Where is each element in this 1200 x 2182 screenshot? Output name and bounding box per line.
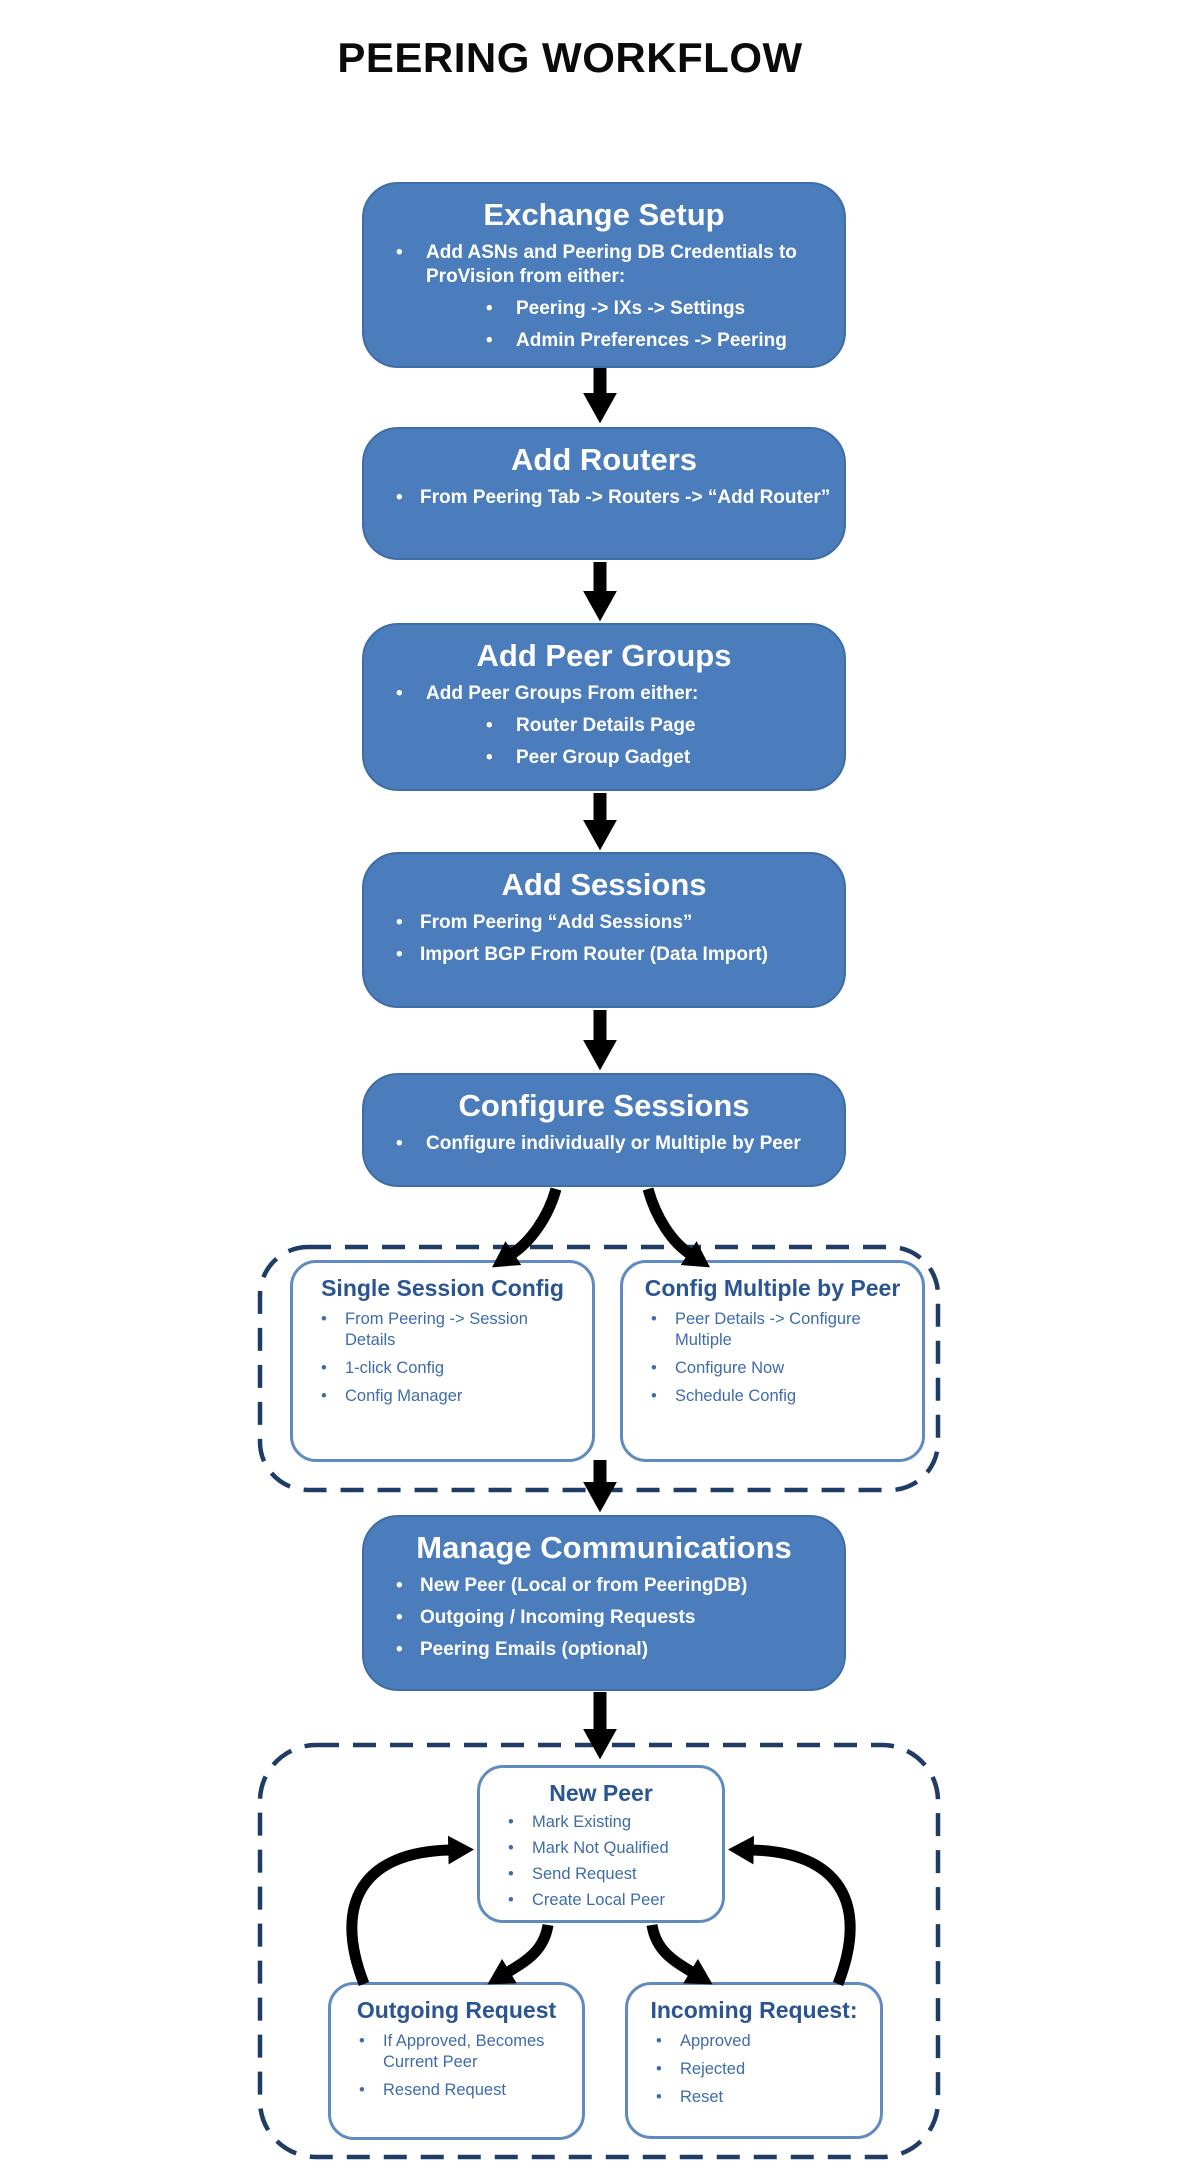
box-title: Add Routers (511, 442, 697, 477)
bullet: Configure individually or Multiple by Pe… (364, 1132, 826, 1156)
sub-box-title: Outgoing Request (356, 1997, 557, 2023)
sub-box-title: New Peer (549, 1780, 653, 1806)
bullet: From Peering “Add Sessions” (364, 911, 826, 935)
box-title: Manage Communications (416, 1530, 792, 1565)
bullet: New Peer (Local or from PeeringDB) (364, 1574, 826, 1598)
arrow-newpeer-to-outgoing (487, 1923, 554, 1985)
bullet: Send Request (480, 1864, 716, 1885)
sub-box-incoming-request: Incoming Request: Approved Rejected Rese… (625, 1982, 883, 2139)
box-title: Exchange Setup (483, 197, 725, 232)
bullet: Schedule Config (623, 1386, 910, 1407)
bullet: Resend Request (331, 2080, 570, 2101)
sub-box-single-session-config: Single Session Config From Peering -> Se… (290, 1260, 595, 1462)
bullet: If Approved, Becomes Current Peer (331, 2031, 570, 2073)
sub-box-outgoing-request: Outgoing Request If Approved, Becomes Cu… (328, 1982, 585, 2140)
bullet: Add ASNs and Peering DB Credentials to P… (364, 241, 826, 289)
bullet: Peer Details -> Configure Multiple (623, 1309, 910, 1351)
bullet: Outgoing / Incoming Requests (364, 1606, 826, 1630)
flow-box-configure-sessions: Configure Sessions Configure individuall… (362, 1073, 846, 1187)
bullet: Config Manager (293, 1386, 580, 1407)
box-title: Add Peer Groups (476, 638, 732, 673)
bullet: Mark Existing (480, 1812, 716, 1833)
box-title: Add Sessions (501, 867, 707, 902)
arrow-configure-to-multiple (642, 1187, 710, 1268)
sub-bullet: Peering -> IXs -> Settings (364, 297, 826, 321)
arrow-newpeer-to-incoming (646, 1923, 713, 1985)
bullet: Configure Now (623, 1358, 910, 1379)
flow-box-add-peer-groups: Add Peer Groups Add Peer Groups From eit… (362, 623, 846, 791)
sub-bullet: Peer Group Gadget (364, 746, 826, 770)
bullet: Rejected (628, 2059, 868, 2080)
bullet: Mark Not Qualified (480, 1838, 716, 1859)
flow-box-exchange-setup: Exchange Setup Add ASNs and Peering DB C… (362, 182, 846, 368)
arrow-configure-to-single (492, 1187, 562, 1268)
page-title: PEERING WORKFLOW (337, 34, 803, 81)
bullet: Peering Emails (optional) (364, 1638, 826, 1662)
sub-box-config-multiple-by-peer: Config Multiple by Peer Peer Details -> … (620, 1260, 925, 1462)
flow-box-add-routers: Add Routers From Peering Tab -> Routers … (362, 427, 846, 560)
sub-box-title: Incoming Request: (650, 1997, 858, 2023)
box-title: Configure Sessions (458, 1088, 750, 1123)
bullet: Create Local Peer (480, 1890, 716, 1911)
bullet: Reset (628, 2087, 868, 2108)
sub-box-title: Config Multiple by Peer (644, 1275, 901, 1301)
sub-bullet: Router Details Page (364, 714, 826, 738)
flow-box-add-sessions: Add Sessions From Peering “Add Sessions”… (362, 852, 846, 1008)
sub-bullet: Admin Preferences -> Peering (364, 329, 826, 353)
bullet: 1-click Config (293, 1358, 580, 1379)
sub-box-title: Single Session Config (321, 1275, 564, 1301)
bullet: Import BGP From Router (Data Import) (364, 943, 826, 967)
arrow-outgoing-to-newpeer (346, 1835, 475, 1986)
bullet: From Peering Tab -> Routers -> “Add Rout… (364, 486, 830, 510)
bullet: From Peering -> Session Details (293, 1309, 580, 1351)
bullet: Add Peer Groups From either: (364, 682, 826, 706)
sub-box-new-peer: New Peer Mark Existing Mark Not Qualifie… (477, 1765, 725, 1923)
arrow-incoming-to-newpeer (727, 1835, 856, 1986)
flow-box-manage-communications: Manage Communications New Peer (Local or… (362, 1515, 846, 1691)
bullet: Approved (628, 2031, 868, 2052)
